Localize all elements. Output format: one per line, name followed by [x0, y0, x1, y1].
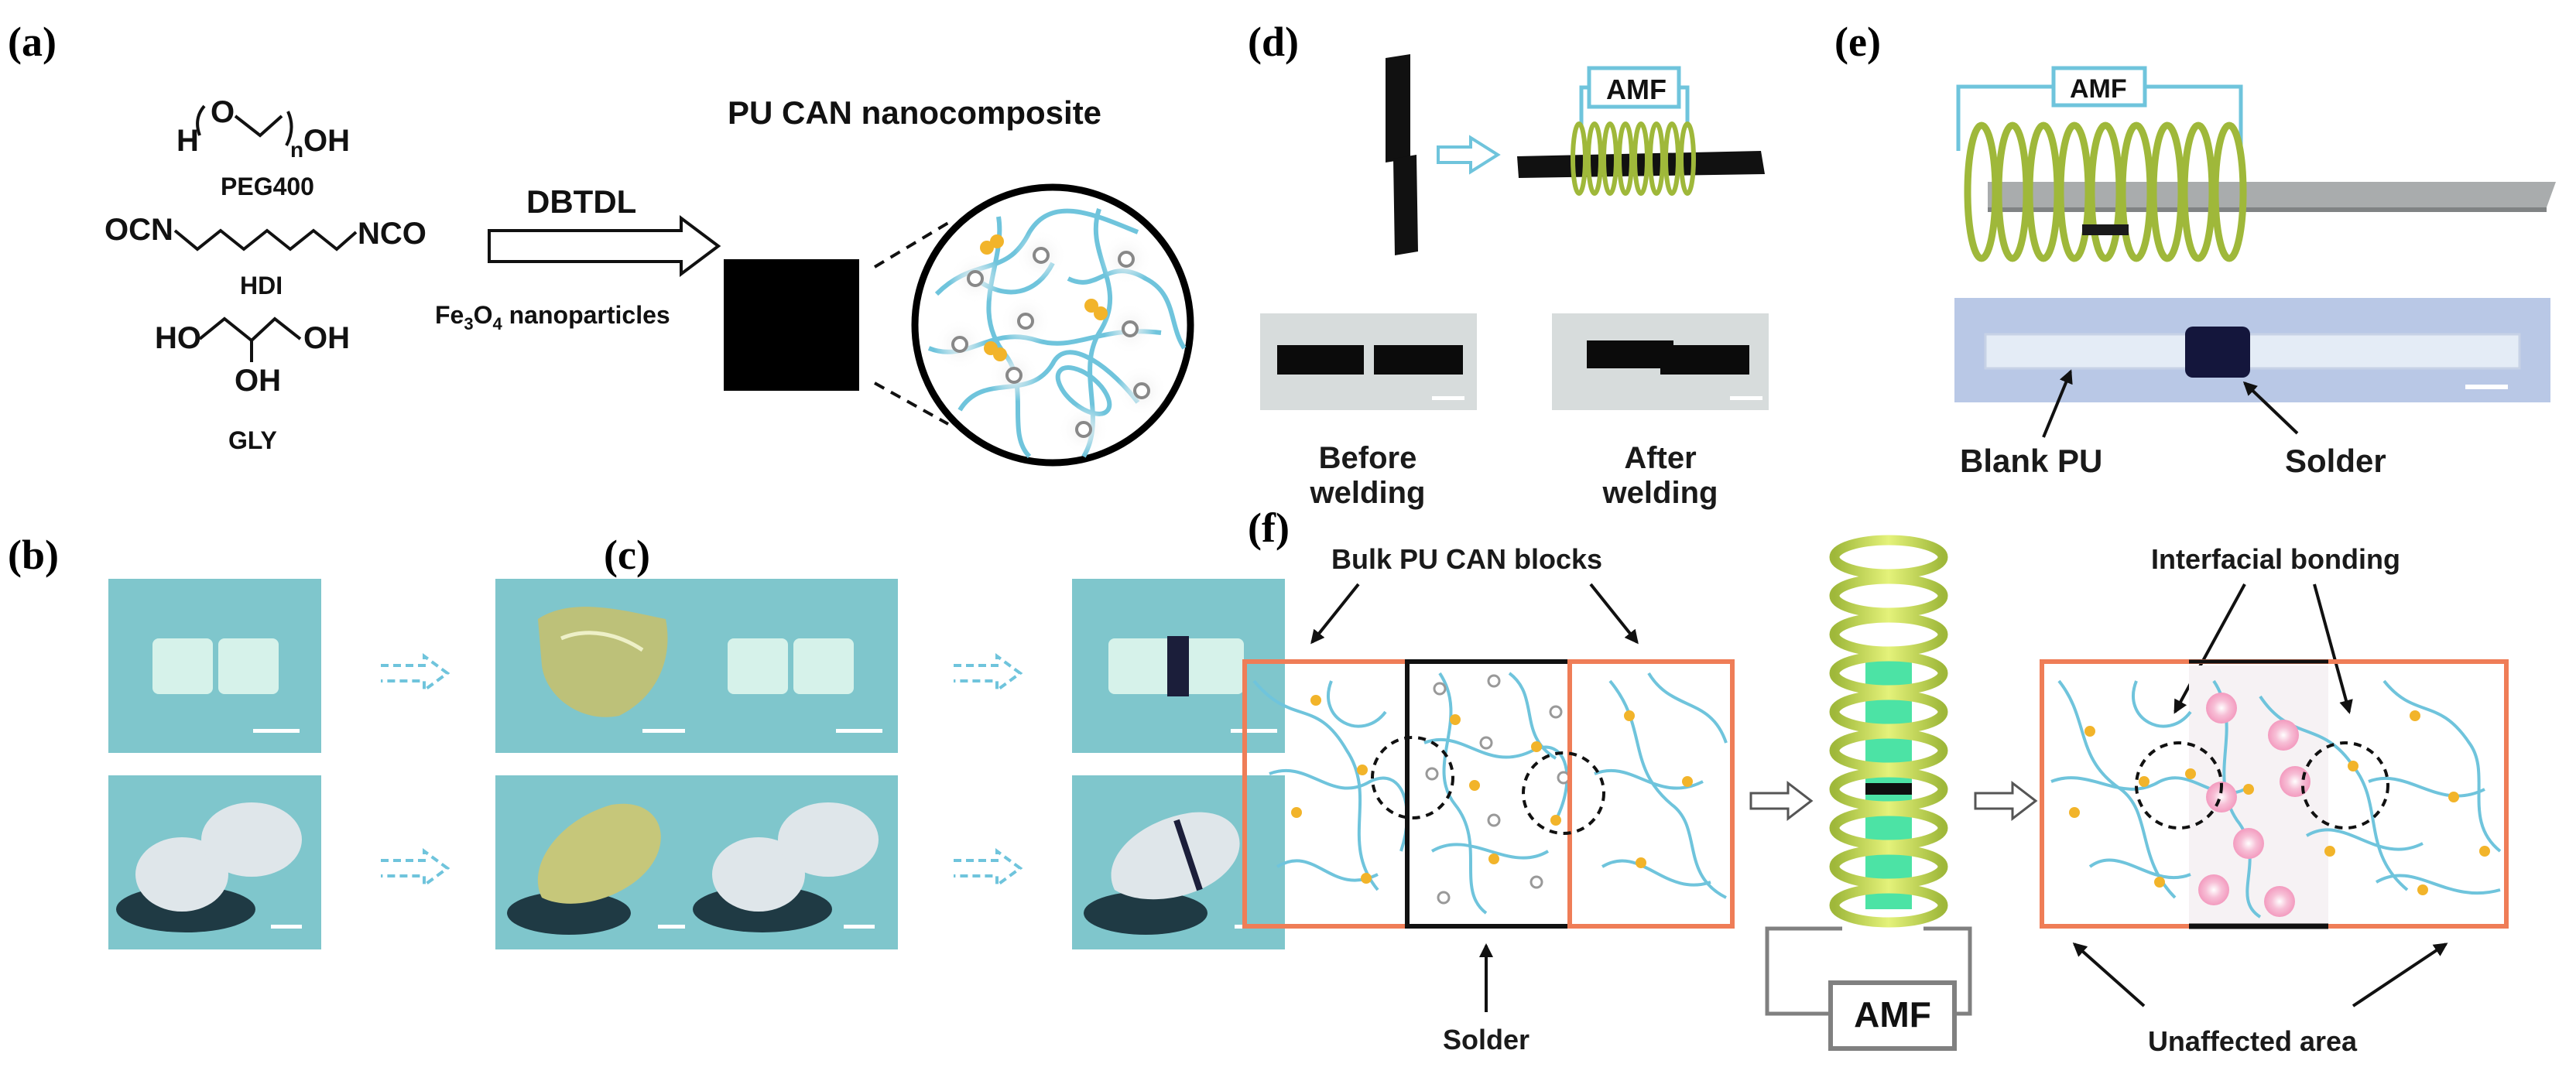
gly-oh-bottom: OH: [235, 364, 281, 398]
bulk-blocks-label: Bulk PU CAN blocks: [1331, 543, 1602, 575]
gly-structure: HO OH OH GLY: [155, 316, 350, 454]
arrow-d: [1437, 135, 1501, 175]
catalyst-label: DBTDL: [526, 183, 636, 220]
panel-f-label: (f): [1248, 505, 1290, 551]
schematic-before: [1242, 659, 1735, 929]
arrow-f-2: [1974, 780, 2038, 822]
product-title: PU CAN nanocomposite: [728, 94, 1101, 131]
before-welding-line2: welding: [1310, 476, 1426, 510]
nanocomposite-block: [724, 259, 859, 391]
panel-a: (a) H O n OH PEG400 OCN NCO HDI HO OH OH…: [8, 19, 1194, 467]
hdi-ocn: OCN: [104, 213, 173, 247]
after-welding-line1: After: [1624, 441, 1696, 475]
heated-particles: [2198, 693, 2311, 917]
amf-coil-e: AMF: [1956, 66, 2556, 262]
photo-d-after: [1552, 313, 1769, 410]
arrow-c-top: [954, 653, 1023, 693]
amf-coil-f: AMF: [1765, 535, 1972, 1051]
gly-oh-right: OH: [303, 321, 350, 355]
amf-label-f: AMF: [1854, 994, 1931, 1035]
additive-label: Fe3O4 nanoparticles: [435, 301, 670, 334]
schematic-after: Interfacial bonding: [2040, 543, 2509, 1057]
gly-ho: HO: [155, 321, 201, 355]
panel-c-label: (c): [604, 532, 650, 578]
gly-label: GLY: [228, 426, 277, 454]
interfacial-bonding-label: Interfacial bonding: [2151, 543, 2400, 575]
panel-d: (d) AMF: [1248, 19, 1769, 510]
peg400-label: PEG400: [221, 173, 314, 200]
blank-pu-label: Blank PU: [1960, 443, 2102, 479]
fe3o4-particles: [933, 229, 1168, 456]
photo-b-top-left: [108, 579, 321, 753]
peg-n: n: [290, 138, 303, 162]
before-welding-line1: Before: [1319, 441, 1417, 475]
photo-c-top-right: [1072, 579, 1285, 753]
crosslinks: [980, 234, 1108, 361]
hdi-label: HDI: [240, 272, 283, 299]
arrow-b-bottom: [381, 848, 450, 888]
panel-f: (f) Bulk PU CAN blocks: [1242, 505, 2509, 1057]
arrow-f-1: [1749, 780, 1814, 822]
hdi-structure: OCN NCO HDI: [104, 213, 426, 299]
peg-oh: OH: [303, 124, 350, 158]
photo-b-top-right: [495, 579, 708, 753]
after-welding-line2: welding: [1602, 476, 1718, 510]
photo-b-bottom-right: [495, 775, 708, 949]
amf-label-e: AMF: [2070, 74, 2127, 104]
hdi-nco: NCO: [358, 217, 426, 251]
amf-label-d: AMF: [1606, 74, 1667, 105]
strips-before: [1386, 54, 1418, 255]
peg-o: O: [211, 95, 235, 129]
network-zoom-circle: [911, 183, 1194, 467]
peg400-structure: H O n OH PEG400: [176, 95, 350, 200]
photo-c-bottom-left: [685, 775, 898, 949]
panel-d-label: (d): [1248, 19, 1299, 65]
reaction-arrow: [488, 215, 721, 277]
peg-h: H: [176, 124, 199, 158]
photo-c-top-left: [685, 579, 898, 753]
photo-e: [1954, 298, 2550, 402]
photo-b-bottom-left: [108, 775, 321, 949]
panel-b: (b): [8, 532, 708, 949]
panel-c: (c): [604, 532, 1285, 949]
amf-coil-d: AMF: [1517, 66, 1765, 196]
panel-a-label: (a): [8, 19, 57, 65]
photo-c-bottom-right: [1072, 775, 1285, 949]
panel-e-label: (e): [1834, 19, 1881, 65]
unaffected-area-label: Unaffected area: [2148, 1025, 2358, 1057]
solder-label-e: Solder: [2285, 443, 2386, 479]
panel-e: (e) AMF: [1834, 19, 2556, 479]
solder-label-f: Solder: [1443, 1024, 1530, 1055]
photo-d-before: [1260, 313, 1477, 410]
arrow-b-top: [381, 653, 450, 693]
arrow-c-bottom: [954, 848, 1023, 888]
panel-b-label: (b): [8, 532, 59, 578]
